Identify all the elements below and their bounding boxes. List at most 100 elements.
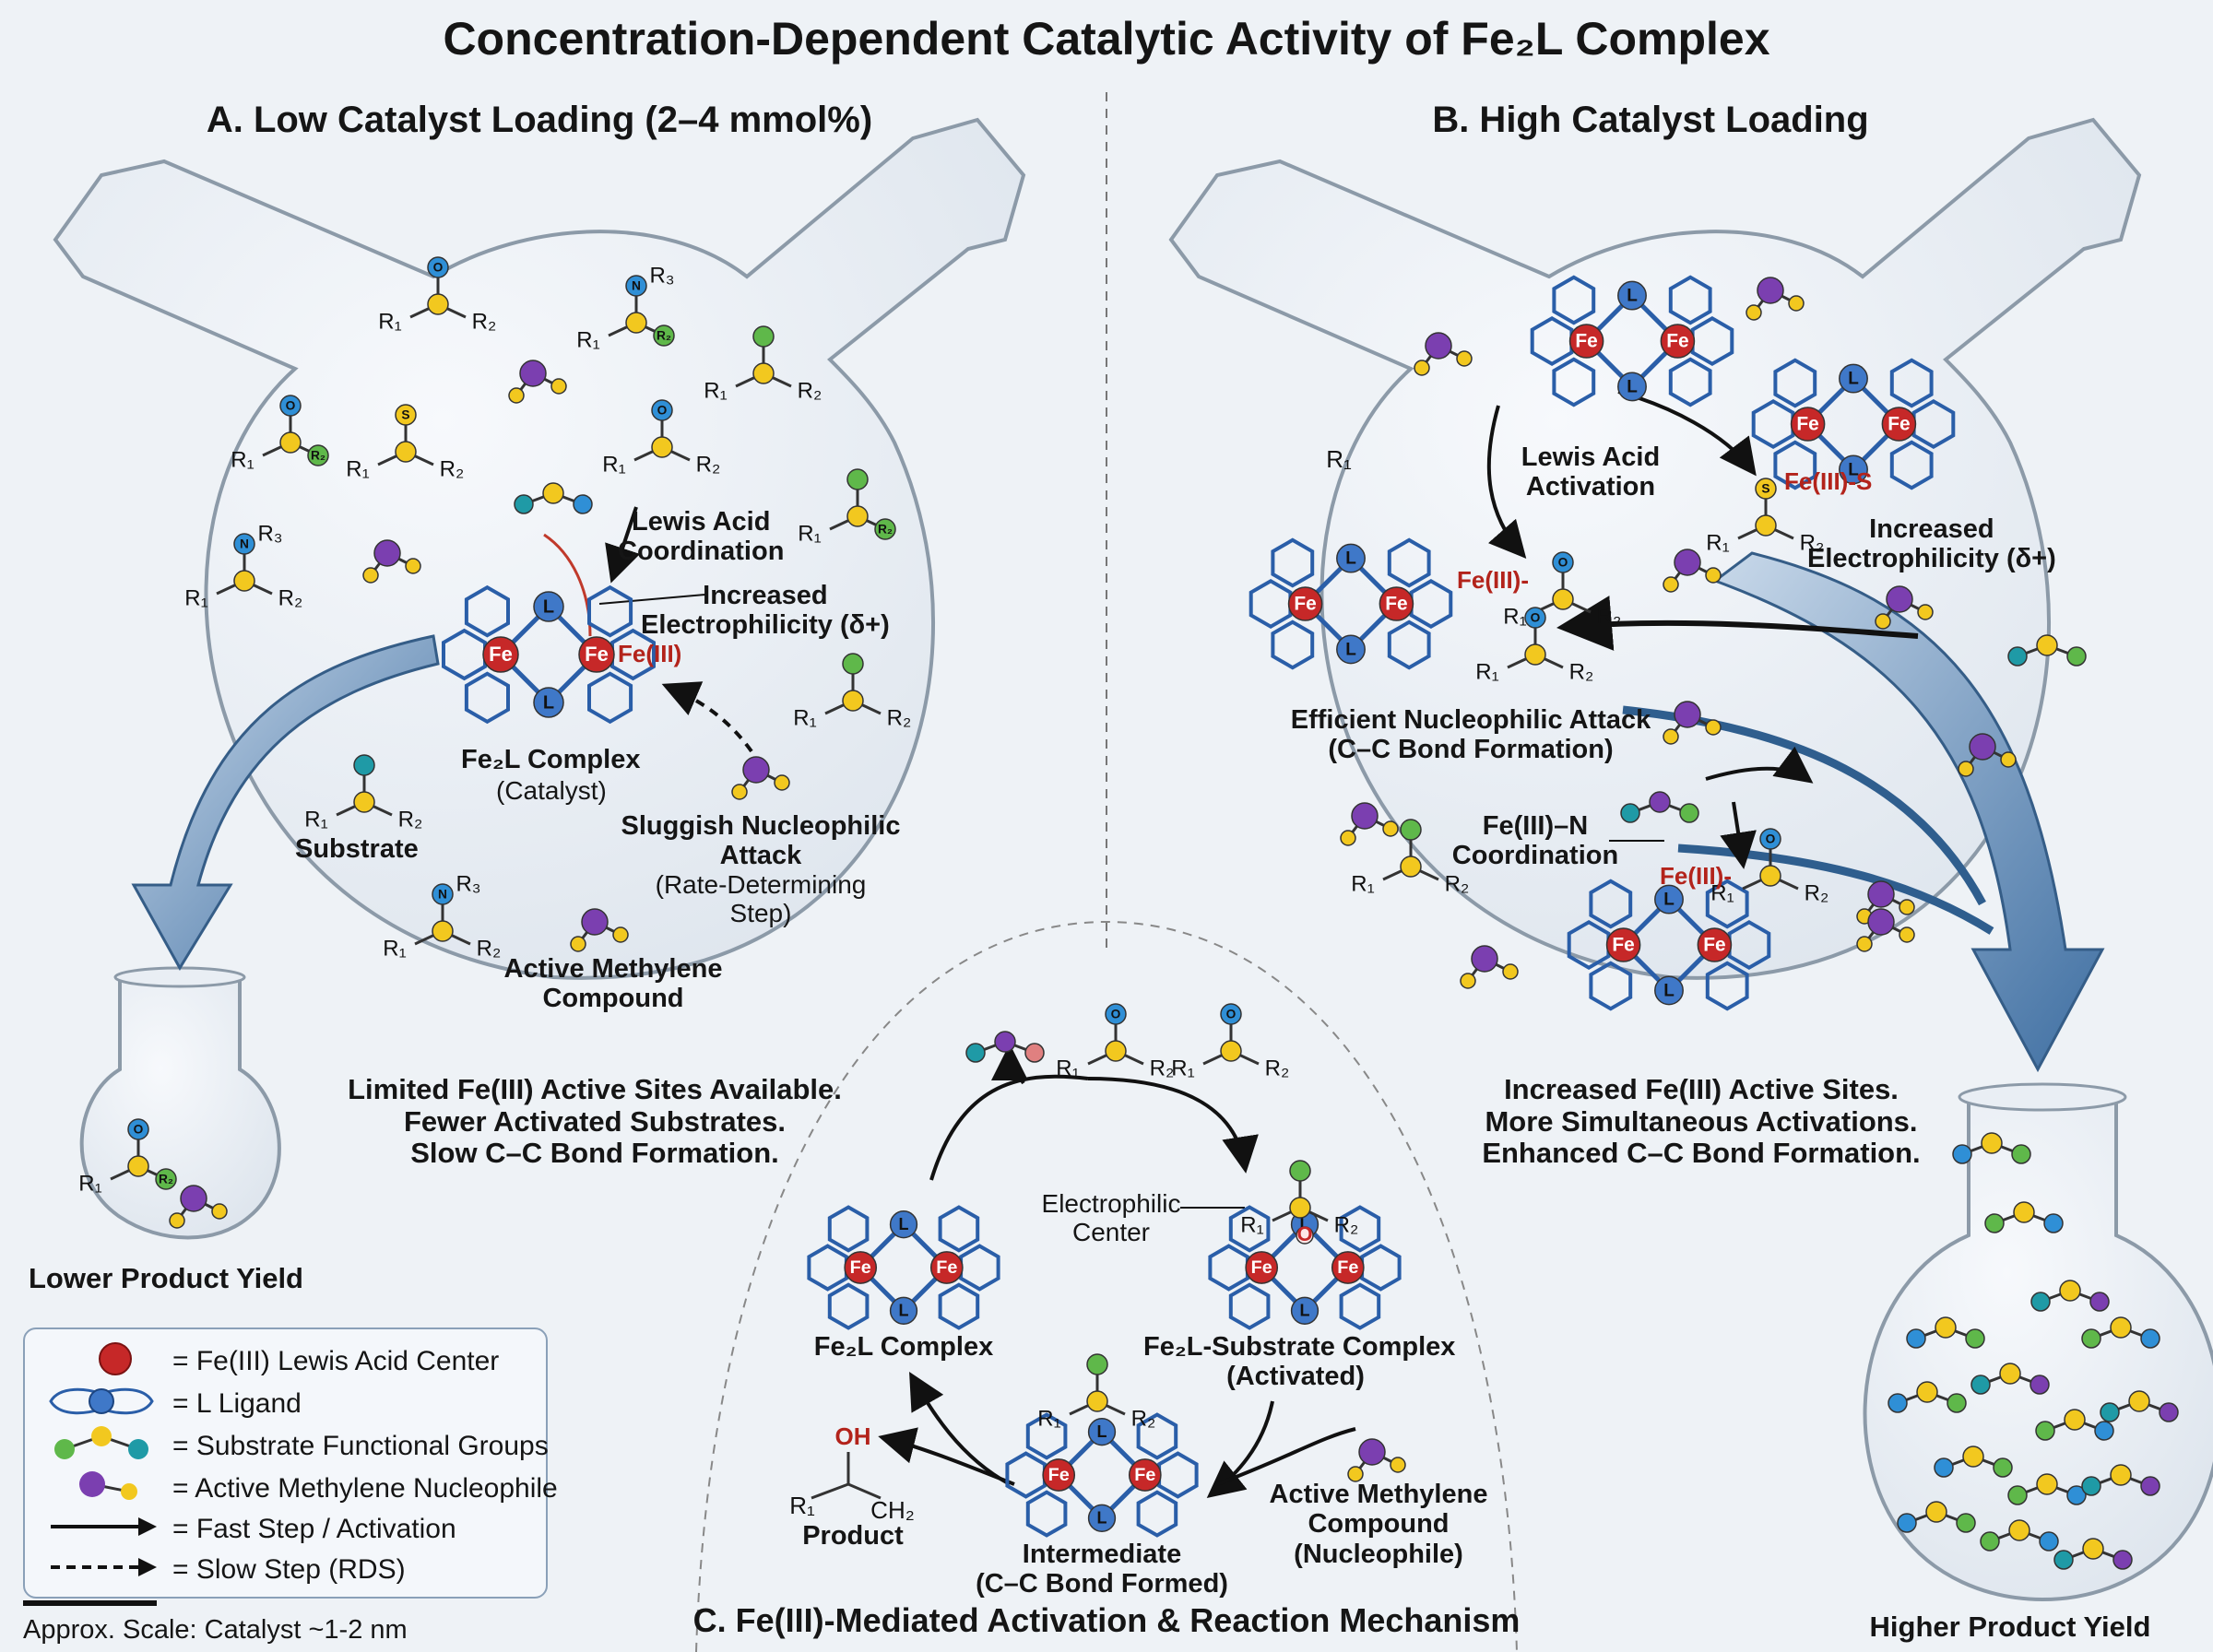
- carbon-atom: [427, 293, 449, 315]
- product-molecule-14: [1980, 1519, 2059, 1552]
- r1-label: R₁: [346, 456, 369, 481]
- hetero-atom: [395, 404, 417, 426]
- ligand-atom: [533, 687, 564, 718]
- fe-label: Fe: [1888, 414, 1910, 435]
- hetero-atom: [625, 275, 647, 297]
- group-atom: [2081, 1476, 2101, 1496]
- fe-label: Fe: [1703, 935, 1725, 956]
- hetero-atom-label: O: [1531, 611, 1541, 625]
- ligand-atom-label: L: [543, 692, 554, 713]
- r2-label: R₂: [1150, 1056, 1175, 1080]
- legend-row-slow: = Slow Step (RDS): [25, 1547, 541, 1587]
- nucleophile-b2: [1746, 277, 1805, 321]
- r1-label: R₁: [378, 309, 401, 334]
- label-electrophilic-center: Electrophilic Center: [1041, 1189, 1181, 1247]
- methylene-atom: [1674, 701, 1701, 728]
- carbon-atom: [2008, 1519, 2030, 1541]
- aryl-ring: [1271, 537, 1315, 588]
- bond: [811, 1482, 849, 1500]
- substrate-b-o2: O R₂ R₁: [1475, 607, 1594, 684]
- fe-label: Fe: [1666, 331, 1688, 352]
- carbon-atom: [2082, 1538, 2104, 1560]
- r1-label: R₁: [602, 452, 625, 477]
- carbon-atom: [846, 505, 869, 527]
- h-atom: [1958, 761, 1974, 777]
- panel-c-heading: C. Fe(III)-Mediated Activation & Reactio…: [692, 1601, 1521, 1639]
- fe-label: Fe: [1294, 594, 1316, 615]
- hetero-atom-label: N: [240, 537, 249, 551]
- hetero-atom: [1552, 551, 1574, 573]
- label-increased-electrophilicity-b: Increased Electrophilicity (δ+): [1807, 514, 2056, 574]
- aryl-ring: [1889, 440, 1934, 490]
- group-atom: [2053, 1550, 2074, 1570]
- h-atom: [1460, 973, 1476, 989]
- label-substrate: Substrate: [295, 834, 419, 864]
- hetero-atom-label: O: [1111, 1008, 1121, 1021]
- carbon-atom: [233, 570, 255, 592]
- r2-group-label: R₂: [657, 329, 671, 343]
- h-atom: [731, 784, 748, 800]
- r1-label: R₁: [1503, 604, 1526, 629]
- group-atom: [1897, 1513, 1917, 1533]
- r1-label: R₁: [704, 378, 727, 403]
- aryl-ring: [1705, 961, 1749, 1011]
- product-molecule-13: [1897, 1501, 1976, 1533]
- ligand-atom: [1839, 363, 1868, 394]
- fe-label: Fe: [1134, 1465, 1155, 1485]
- group-atom: [2159, 1402, 2179, 1422]
- fe-label: Fe: [1385, 594, 1407, 615]
- label-complex-c: Fe₂L Complex: [813, 1332, 994, 1362]
- methylene-atom: [1471, 945, 1498, 973]
- h-atom: [169, 1212, 185, 1229]
- r2-group: [155, 1168, 177, 1190]
- r3-label: R₃: [456, 871, 480, 896]
- methylene-atom: [1425, 332, 1452, 360]
- r2-label: R₂: [1569, 659, 1594, 684]
- h-atom: [1899, 899, 1915, 915]
- label-lewis-acid-activation: Lewis Acid Activation: [1521, 442, 1661, 502]
- carbon-atom: [1220, 1040, 1242, 1062]
- h-atom: [405, 558, 421, 574]
- group-atom: [1965, 1328, 1985, 1349]
- flask-a: [53, 117, 1026, 980]
- fe-label: Fe: [489, 643, 513, 666]
- aryl-ring: [1773, 440, 1817, 490]
- h-atom: [1746, 304, 1762, 321]
- group-atom: [2140, 1328, 2160, 1349]
- ligand-atom-label: L: [1663, 981, 1675, 1000]
- h-atom: [1340, 830, 1356, 846]
- ligand-atom-label: L: [1345, 549, 1356, 569]
- r2-group: [653, 324, 675, 347]
- hetero-atom-label: N: [438, 888, 447, 902]
- fe-atom: [1697, 927, 1733, 962]
- substrate-b7: [2007, 634, 2087, 667]
- nucleophile-b8: [1958, 733, 2017, 777]
- carbon-atom: [1552, 588, 1574, 610]
- ligand-atom: [533, 591, 564, 622]
- oxygen-label: O: [1296, 1222, 1312, 1245]
- group-atom: [2030, 1292, 2051, 1312]
- label-active-methylene-a: Active Methylene Compound: [503, 954, 723, 1014]
- r1-label: R₁: [1056, 1056, 1079, 1080]
- aryl-ring: [587, 671, 633, 725]
- carbon-atom: [1759, 865, 1781, 887]
- r1-label: R₁: [78, 1171, 101, 1196]
- aryl-ring: [807, 1244, 848, 1292]
- aryl-ring: [464, 584, 510, 638]
- label-substrate-complex: Fe₂L-Substrate Complex (Activated): [1143, 1332, 1456, 1392]
- ligand-atom-label: L: [899, 1215, 909, 1233]
- label-sluggish-attack: Sluggish Nucleophilic Attack: [621, 811, 901, 871]
- product-molecule-10: [1934, 1446, 2013, 1478]
- r3-label: R₃: [649, 263, 674, 288]
- legend-row-fast: = Fast Step / Activation: [25, 1506, 541, 1547]
- hetero-atom: [427, 256, 449, 278]
- methylene-atom: [1757, 277, 1784, 304]
- scale-bar: [23, 1600, 157, 1606]
- h-atom: [1663, 728, 1679, 745]
- ligand-atom: [1617, 372, 1647, 402]
- aryl-ring: [1025, 1412, 1068, 1460]
